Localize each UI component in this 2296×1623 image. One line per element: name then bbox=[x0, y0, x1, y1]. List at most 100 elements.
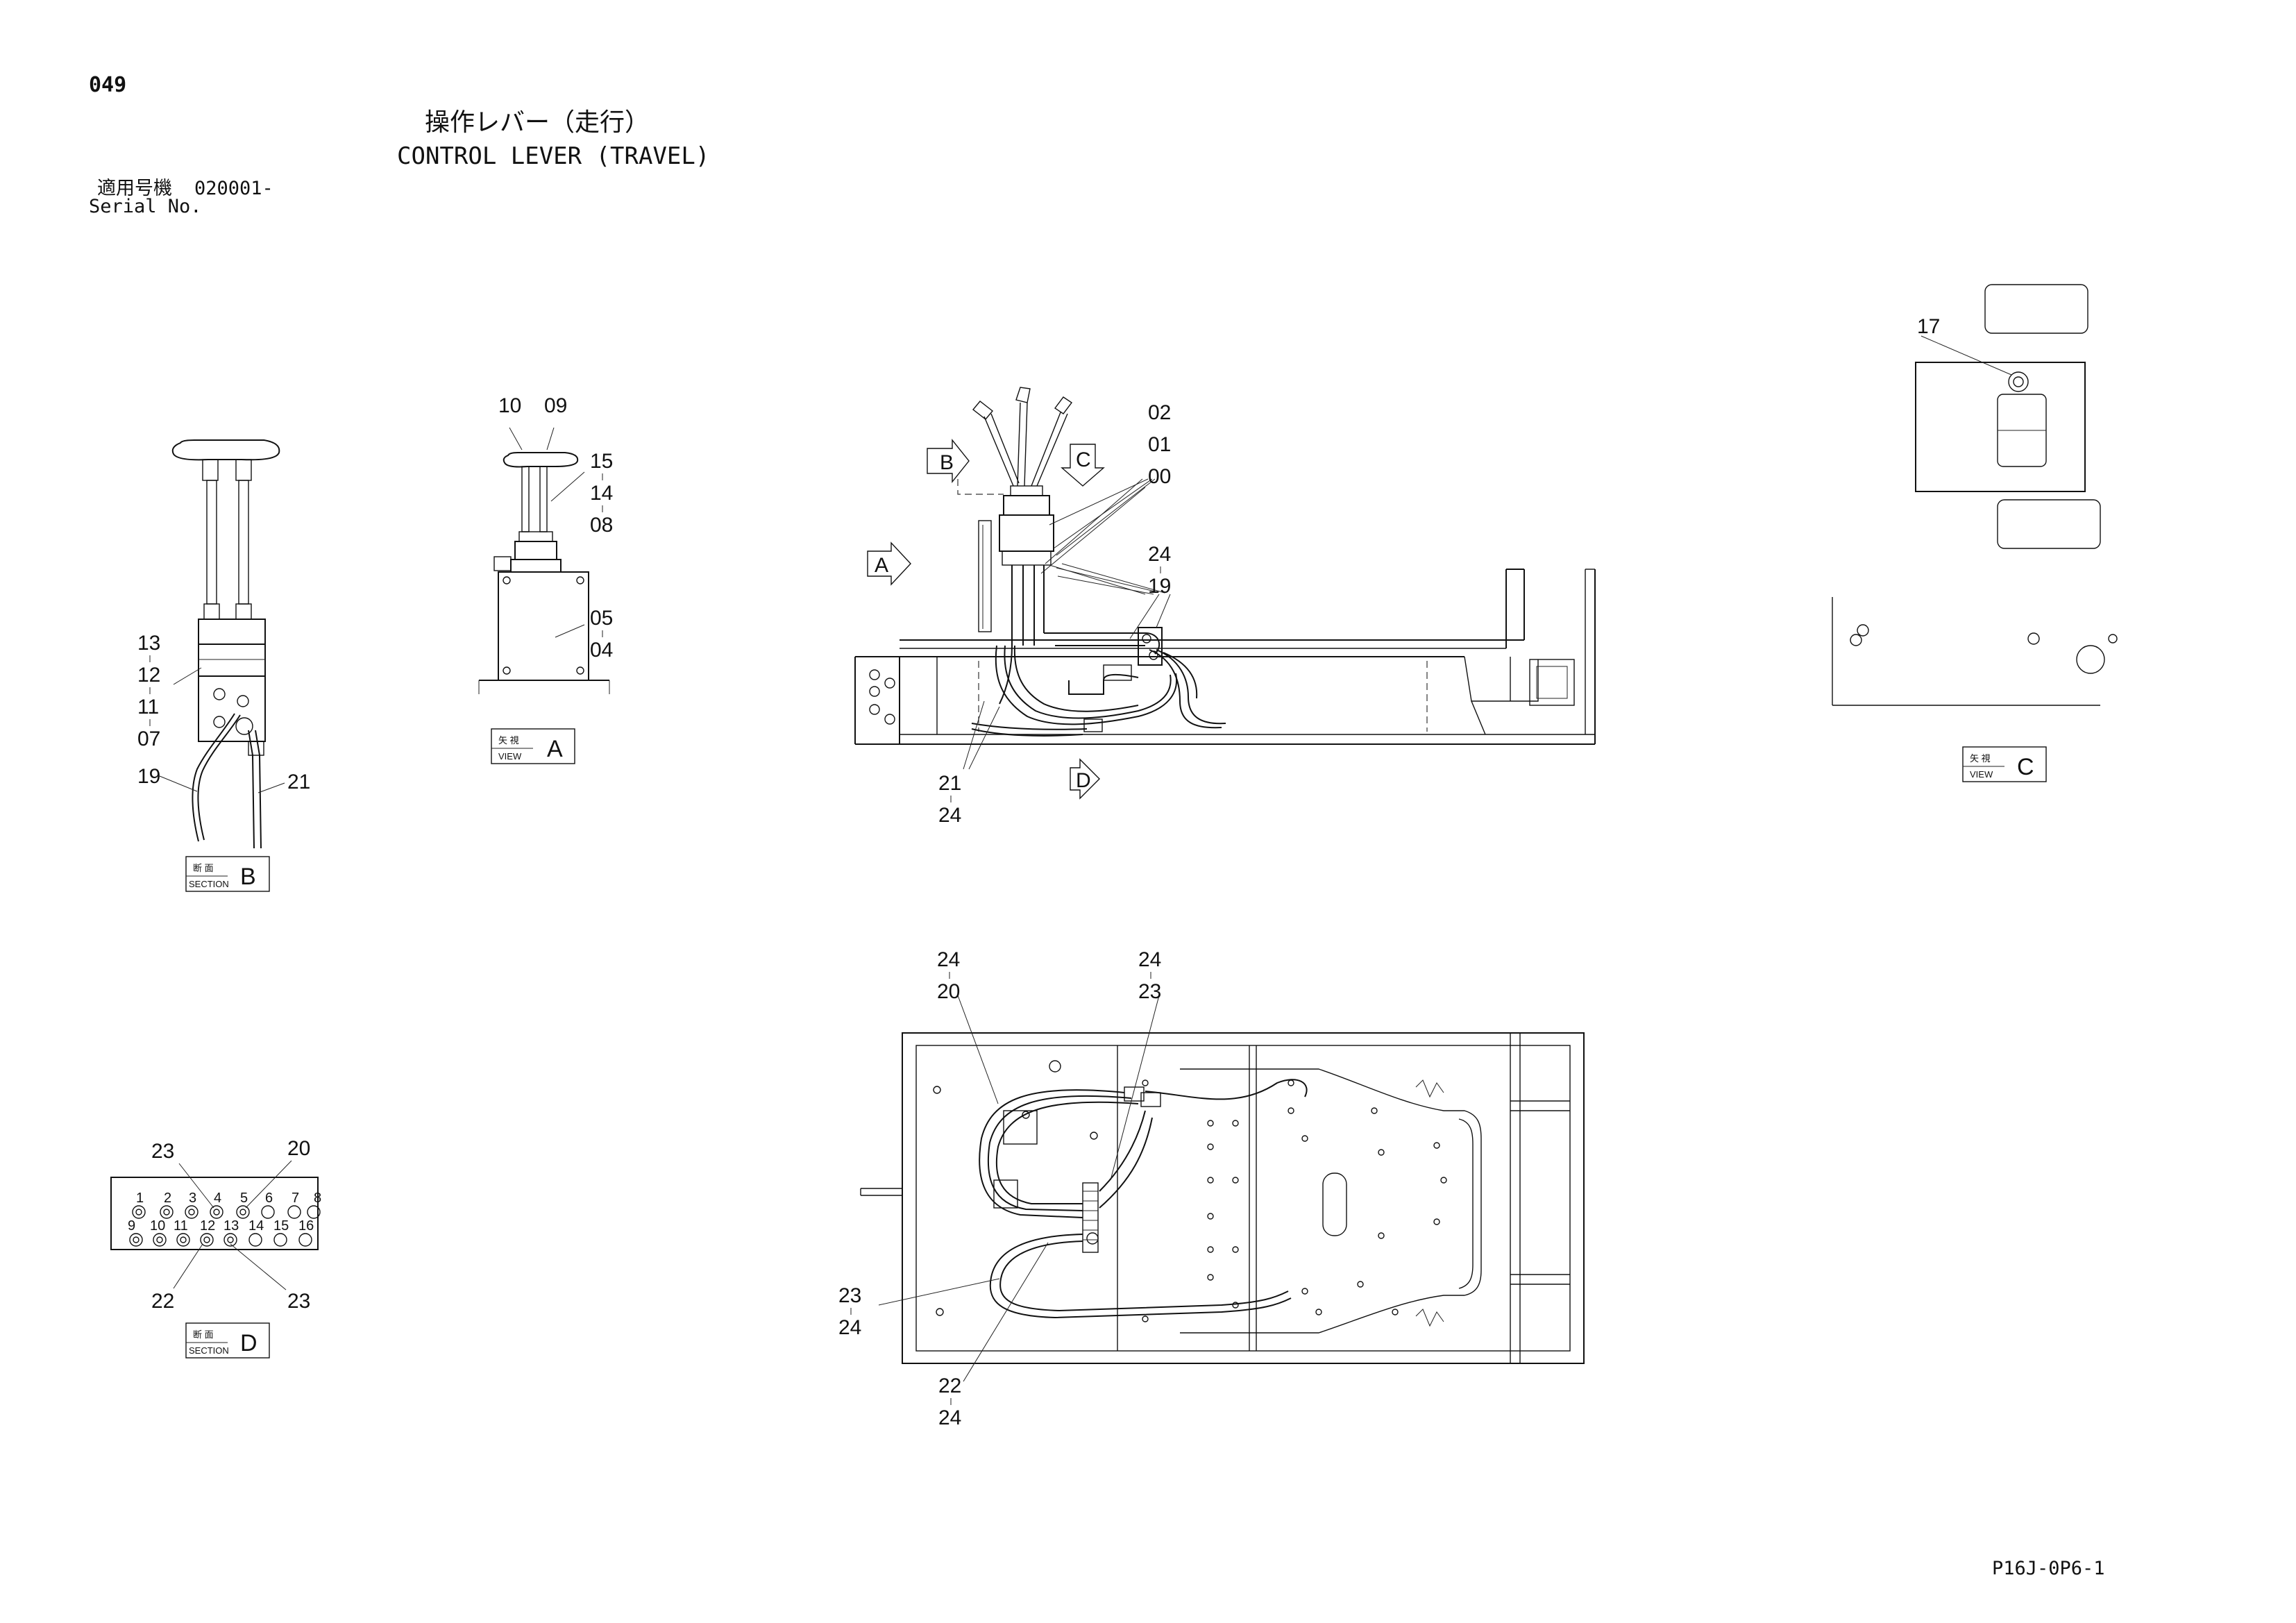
view-a-grip bbox=[503, 452, 579, 468]
callout-11: 11 bbox=[137, 696, 159, 718]
svg-text:B: B bbox=[940, 451, 954, 474]
port-label-5: 5 bbox=[240, 1191, 248, 1206]
callout-24-plan-left: 24 bbox=[838, 1316, 861, 1339]
title-japanese: 操作レバー（走行） bbox=[425, 108, 650, 137]
frame-access-plate bbox=[1529, 659, 1575, 706]
callout-24-main-bottom: 24 bbox=[938, 804, 961, 827]
svg-text:VIEW: VIEW bbox=[1970, 769, 1993, 780]
callout-21: 21 bbox=[287, 771, 310, 793]
section-d-letter: D bbox=[240, 1330, 258, 1356]
callout-01: 01 bbox=[1148, 433, 1171, 456]
view-arrow-c: C bbox=[1061, 444, 1105, 487]
callout-15: 15 bbox=[590, 450, 613, 473]
lever-grip bbox=[171, 439, 280, 461]
port-label-15: 15 bbox=[273, 1218, 289, 1234]
shaft-collar-right bbox=[235, 603, 252, 620]
callout-17: 17 bbox=[1917, 315, 1940, 338]
view-a-bracket bbox=[498, 571, 589, 681]
port-label-9: 9 bbox=[128, 1218, 135, 1234]
valve-cap bbox=[198, 619, 266, 645]
serial-value: 020001- bbox=[194, 178, 273, 199]
port-label-14: 14 bbox=[248, 1218, 264, 1234]
main-side-view: B C A D 02 01 00 24 19 bbox=[854, 387, 1596, 827]
callout-24-plan-bottom: 24 bbox=[938, 1406, 961, 1429]
main-valve-cap bbox=[1003, 495, 1050, 516]
svg-text:断 面: 断 面 bbox=[193, 1329, 214, 1340]
plan-connector-block bbox=[1082, 1182, 1099, 1253]
callout-08: 08 bbox=[590, 514, 613, 537]
section-b-letter: B bbox=[240, 864, 256, 890]
callout-22-plan: 22 bbox=[938, 1374, 961, 1397]
callout-23-sd-top: 23 bbox=[151, 1140, 174, 1163]
port-label-16: 16 bbox=[298, 1218, 314, 1234]
view-c-label: 矢 視 VIEW C bbox=[1962, 746, 2047, 782]
callout-20-plan: 20 bbox=[937, 980, 960, 1003]
view-arrow-b: B bbox=[927, 439, 970, 483]
view-a-label: 矢 視 VIEW A bbox=[491, 728, 575, 764]
svg-text:矢 視: 矢 視 bbox=[1970, 753, 1991, 764]
callout-07: 07 bbox=[137, 728, 160, 750]
section-d-label: 断 面 SECTION D bbox=[185, 1322, 270, 1359]
main-valve-body bbox=[999, 514, 1054, 552]
page-number: 049 bbox=[89, 73, 126, 97]
grip-mount-left bbox=[202, 459, 219, 481]
callout-10: 10 bbox=[498, 394, 521, 417]
connector-block bbox=[110, 1177, 319, 1250]
hose-21 bbox=[248, 730, 255, 849]
port-label-2: 2 bbox=[164, 1191, 171, 1206]
title-english: CONTROL LEVER (TRAVEL) bbox=[397, 142, 709, 170]
svg-text:断 面: 断 面 bbox=[193, 863, 214, 873]
view-a-drawing: 10 09 15 14 08 05 04 矢 視 VIEW A bbox=[478, 394, 613, 764]
svg-text:SECTION: SECTION bbox=[189, 1345, 229, 1356]
section-d-drawing: 1 2 3 4 5 6 7 8 9 10 11 12 13 14 15 16 bbox=[110, 1137, 321, 1359]
port-label-8: 8 bbox=[314, 1191, 321, 1206]
callout-05: 05 bbox=[590, 607, 613, 630]
svg-text:SECTION: SECTION bbox=[189, 879, 229, 889]
svg-text:D: D bbox=[1076, 769, 1091, 792]
callout-19-main: 19 bbox=[1148, 575, 1171, 598]
main-fitting-block bbox=[1138, 627, 1163, 666]
svg-text:A: A bbox=[875, 554, 888, 577]
callout-00: 00 bbox=[1148, 465, 1171, 488]
port-1 bbox=[213, 688, 226, 700]
port-label-10: 10 bbox=[150, 1218, 165, 1234]
section-b-label: 断 面 SECTION B bbox=[185, 856, 270, 892]
callout-23-plan-rt: 23 bbox=[1138, 980, 1161, 1003]
callout-22-sd: 22 bbox=[151, 1290, 174, 1313]
view-c-drawing: 17 矢 視 VIEW C bbox=[1832, 284, 2118, 782]
svg-text:C: C bbox=[1076, 448, 1091, 471]
view-a-letter: A bbox=[547, 736, 563, 762]
callout-21-main: 21 bbox=[938, 772, 961, 795]
view-c-letter: C bbox=[2017, 754, 2034, 780]
connector-ports: 1 2 3 4 5 6 7 8 9 10 11 12 13 14 15 16 bbox=[128, 1191, 321, 1247]
port-2 bbox=[213, 716, 226, 728]
view-c-plate bbox=[1915, 362, 2086, 492]
callout-02: 02 bbox=[1148, 401, 1171, 424]
callout-23-sd-bottom: 23 bbox=[287, 1290, 310, 1313]
header: 049 操作レバー（走行） CONTROL LEVER (TRAVEL) 適用号… bbox=[89, 73, 709, 217]
callout-14: 14 bbox=[590, 482, 613, 505]
lever-shaft-left bbox=[206, 480, 217, 605]
port-4 bbox=[235, 717, 253, 735]
port-label-12: 12 bbox=[200, 1218, 215, 1234]
serial-label-english: Serial No. bbox=[89, 196, 202, 217]
valve-body-lower bbox=[198, 675, 266, 742]
valve-body-upper bbox=[198, 644, 266, 677]
grip-mount-right bbox=[235, 459, 252, 481]
drawing-code: P16J-0P6-1 bbox=[1992, 1558, 2105, 1579]
callout-23-plan-left: 23 bbox=[838, 1284, 861, 1307]
callout-24-main: 24 bbox=[1148, 543, 1171, 566]
callout-20-sd: 20 bbox=[287, 1137, 310, 1160]
port-label-1: 1 bbox=[136, 1191, 144, 1206]
plan-view-drawing: 24 20 24 23 23 24 22 24 bbox=[838, 948, 1585, 1429]
callout-04: 04 bbox=[590, 639, 613, 662]
port-label-13: 13 bbox=[223, 1218, 239, 1234]
svg-text:VIEW: VIEW bbox=[498, 751, 522, 762]
callout-12: 12 bbox=[137, 664, 160, 687]
port-label-6: 6 bbox=[265, 1191, 273, 1206]
hose-19 bbox=[197, 714, 241, 841]
callout-24-plan-lt: 24 bbox=[937, 948, 960, 971]
callout-09: 09 bbox=[544, 394, 567, 417]
